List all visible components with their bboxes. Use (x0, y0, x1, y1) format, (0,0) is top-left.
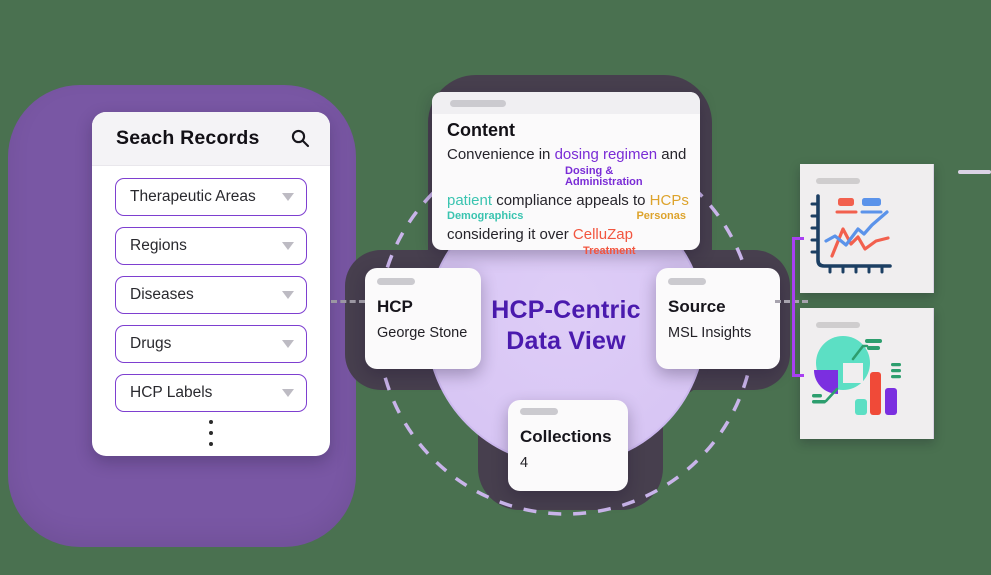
chevron-down-icon (282, 242, 294, 250)
source-card[interactable]: Source MSL Insights (656, 268, 780, 369)
top-right-line (958, 170, 991, 174)
highlight-celluzap: CelluZap (572, 226, 633, 243)
tag-treatment: Treatment (583, 244, 636, 257)
dropdown-drugs[interactable]: Drugs (115, 325, 307, 363)
window-chrome-pill (520, 408, 558, 415)
dropdown-hcp-labels[interactable]: HCP Labels (115, 374, 307, 412)
pie-bar-chart-icon (812, 336, 901, 415)
search-icon[interactable] (291, 129, 310, 148)
source-card-title: Source (668, 297, 726, 316)
dropdown-label: Therapeutic Areas (130, 188, 256, 205)
dropdown-label: Diseases (130, 286, 194, 303)
content-card-titlebar (432, 92, 700, 114)
search-records-header: Seach Records (92, 112, 330, 166)
line-chart-card[interactable] (800, 164, 934, 293)
dropdown-label: Regions (130, 237, 187, 254)
window-chrome-pill (668, 278, 706, 285)
hcp-card[interactable]: HCP George Stone (365, 268, 481, 369)
charts-bracket (792, 237, 804, 377)
content-line: Convenience in dosing regimen and (447, 146, 687, 163)
content-line: patient compliance appeals to HCPs (447, 191, 689, 209)
more-items-ellipsis (92, 420, 330, 446)
hcp-card-value: George Stone (377, 325, 468, 341)
highlight-patient: patient (447, 191, 493, 209)
window-chrome-pill (450, 100, 506, 107)
search-records-card: Seach Records Therapeutic Areas Regions … (92, 112, 330, 456)
chevron-down-icon (282, 291, 294, 299)
connector-right-dashed (775, 300, 808, 303)
line-chart-icon (810, 194, 892, 274)
dropdown-diseases[interactable]: Diseases (115, 276, 307, 314)
highlight-hcps: HCPs (649, 191, 689, 209)
tag-dosing-administration: Dosing & Administration (565, 164, 643, 188)
dropdown-label: Drugs (130, 335, 172, 352)
content-tags-row: Demographics Personas (447, 211, 688, 222)
content-line: considering it over CelluZap (447, 226, 633, 243)
collections-card-title: Collections (520, 427, 612, 446)
chevron-down-icon (282, 193, 294, 201)
tag-personas: Personas (636, 210, 686, 222)
search-records-title: Seach Records (116, 127, 260, 149)
collections-card[interactable]: Collections 4 (508, 400, 628, 491)
window-chrome-pill (816, 178, 860, 184)
source-card-value: MSL Insights (668, 325, 752, 341)
content-card[interactable]: Content Convenience in dosing regimen an… (432, 92, 700, 256)
connector-left-dashed (331, 300, 365, 303)
tag-demographics: Demographics (447, 210, 524, 222)
pie-bar-chart-card[interactable] (800, 308, 934, 439)
window-chrome-pill (816, 322, 860, 328)
content-card-title: Content (447, 120, 515, 140)
dropdown-regions[interactable]: Regions (115, 227, 307, 265)
highlight-dosing-regimen: dosing regimen (554, 146, 658, 163)
hcp-card-title: HCP (377, 297, 413, 316)
collections-card-value: 4 (520, 455, 529, 471)
window-chrome-pill (377, 278, 415, 285)
dropdown-therapeutic-areas[interactable]: Therapeutic Areas (115, 178, 307, 216)
chevron-down-icon (282, 340, 294, 348)
chevron-down-icon (282, 389, 294, 397)
dropdown-label: HCP Labels (130, 384, 213, 401)
